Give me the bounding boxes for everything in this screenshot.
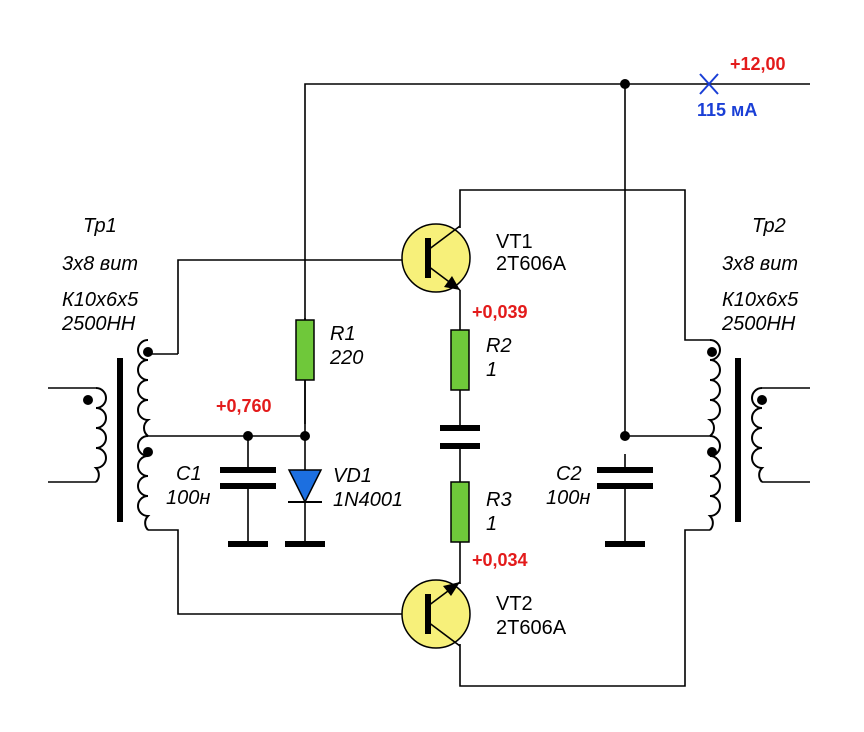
tr1-material: 2500НН	[61, 313, 136, 335]
r1-value: 220	[329, 347, 363, 369]
c1-value: 100н	[166, 487, 210, 509]
transformer-tr1	[83, 339, 153, 531]
tr1-core: К10х6х5	[62, 289, 139, 311]
transistor-vt2	[401, 579, 471, 649]
junction-dot	[243, 431, 253, 441]
tr1-name: Тр1	[83, 215, 117, 237]
tr1-turns: 3х8 вит	[62, 253, 138, 275]
vt1-emitter-voltage: +0,039	[472, 302, 528, 322]
tr2-name: Тр2	[752, 215, 786, 237]
capacitor-c1	[220, 467, 276, 547]
resistor-r1	[295, 319, 315, 381]
vt1-name: VT1	[496, 231, 533, 253]
r3-name: R3	[486, 489, 512, 511]
phasing-dot	[83, 395, 93, 405]
transformer-tr2	[707, 339, 767, 531]
vd1-name: VD1	[333, 465, 372, 487]
r2-value: 1	[486, 359, 497, 381]
r2-name: R2	[486, 335, 512, 357]
phasing-dot	[707, 347, 717, 357]
wires	[48, 83, 810, 687]
junction-dot	[620, 431, 630, 441]
supply-voltage: +12,00	[730, 54, 786, 74]
vt1-type: 2Т606А	[496, 253, 567, 275]
junctions	[243, 79, 630, 441]
resistor-r2	[450, 329, 470, 391]
phasing-dot	[143, 347, 153, 357]
coupling-capacitor	[440, 425, 480, 449]
r3-value: 1	[486, 513, 497, 535]
phasing-dot	[143, 447, 153, 457]
tr2-turns: 3х8 вит	[722, 253, 798, 275]
vd1-type: 1N4001	[333, 489, 403, 511]
tr2-material: 2500НН	[721, 313, 796, 335]
resistor-r3	[450, 481, 470, 543]
current-probe-cross	[699, 73, 719, 95]
phasing-dot	[707, 447, 717, 457]
c1-name: C1	[176, 463, 202, 485]
r1-name: R1	[330, 323, 356, 345]
transistor-vt1	[401, 223, 471, 293]
vt2-emitter-voltage: +0,034	[472, 550, 528, 570]
vt2-name: VT2	[496, 593, 533, 615]
vt2-type: 2Т606А	[496, 617, 567, 639]
phasing-dot	[757, 395, 767, 405]
junction-dot	[620, 79, 630, 89]
c2-value: 100н	[546, 487, 590, 509]
junction-dot	[300, 431, 310, 441]
capacitor-c2	[597, 467, 653, 547]
supply-current: 115 мА	[697, 100, 757, 120]
tr2-core: К10х6х5	[722, 289, 799, 311]
diode-vd1	[285, 469, 325, 547]
bias-voltage: +0,760	[216, 396, 272, 416]
c2-name: C2	[556, 463, 582, 485]
